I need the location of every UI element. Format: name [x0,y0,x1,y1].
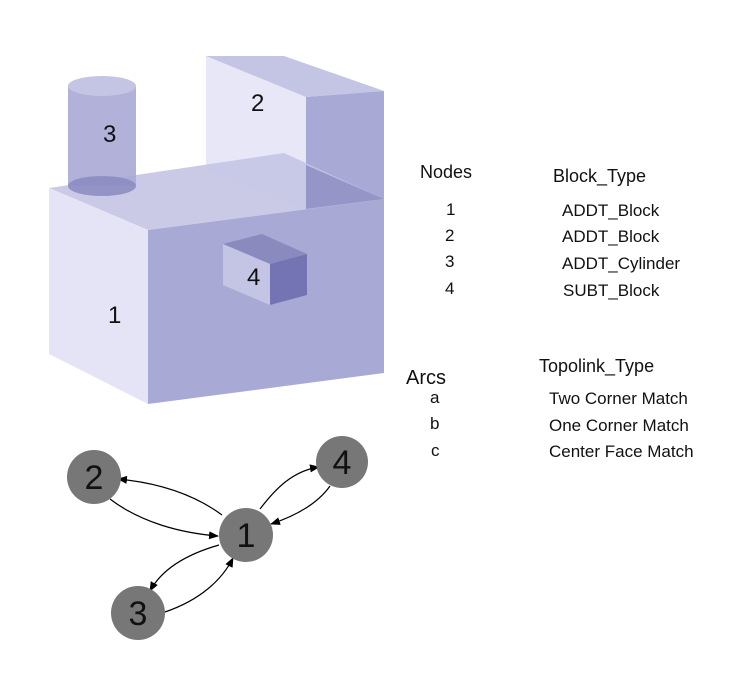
cylinder3-body [68,86,136,186]
nodes-header: Nodes [420,162,472,182]
arc-row-id: b [430,414,439,433]
edge-3-to-1 [164,557,234,613]
graph-node-label: 4 [333,444,352,482]
graph-node: 1 [219,508,273,562]
topolink-type-header: Topolink_Type [539,356,654,377]
block2-top-face [206,56,384,97]
cutout4-front [223,244,270,305]
edge-4-to-1 [270,485,331,525]
graph-node-circle [111,586,165,640]
block2-overlap-shade [306,165,384,209]
arcs-header: Arcs [406,367,446,389]
block-model: 2 3 1 4 [49,56,384,404]
arc-row-id: c [431,441,440,460]
graph-node: 4 [316,436,368,488]
edge-2-to-1 [109,498,219,540]
cutout4-top [223,234,307,264]
cylinder3-top [68,76,136,96]
graph-node: 2 [67,450,121,504]
graph-node: 3 [111,586,165,640]
cutout4-side [270,254,307,305]
graph-node-circle [219,508,273,562]
node-row-type: SUBT_Block [563,281,660,300]
graph-node-label: 3 [129,595,148,633]
node-row-id: 4 [445,279,454,298]
block1-label: 1 [108,302,121,329]
node-row-type: ADDT_Block [562,227,660,246]
arc-row-type: Center Face Match [549,442,694,461]
edge-1-to-3 [149,544,220,592]
node-row-id: 3 [445,252,454,271]
arcs-table: Arcs Topolink_Type a Two Corner Match b … [406,356,694,461]
cylinder3-label: 3 [103,121,116,148]
block1-front-face [49,188,148,404]
nodes-table: Nodes Block_Type 1 ADDT_Block 2 ADDT_Blo… [420,162,680,300]
arc-row-type: One Corner Match [549,416,689,435]
graph-node-circle [67,450,121,504]
block-type-header: Block_Type [553,166,646,187]
edge-1-to-2 [117,475,223,516]
node-row-type: ADDT_Block [562,201,660,220]
topology-graph: 2 1 4 3 [67,436,368,640]
cutout4-label: 4 [247,264,260,291]
graph-node-label: 1 [237,517,256,555]
graph-node-label: 2 [85,459,104,497]
node-row-id: 2 [445,226,454,245]
cylinder3-bottom [68,176,136,196]
arc-row-type: Two Corner Match [549,389,688,408]
block2-label: 2 [251,90,264,117]
node-row-id: 1 [446,200,455,219]
arc-row-id: a [430,388,440,407]
edge-1-to-4 [259,464,320,510]
graph-node-circle [316,436,368,488]
block1-top-face [49,153,384,230]
node-row-type: ADDT_Cylinder [562,254,680,273]
